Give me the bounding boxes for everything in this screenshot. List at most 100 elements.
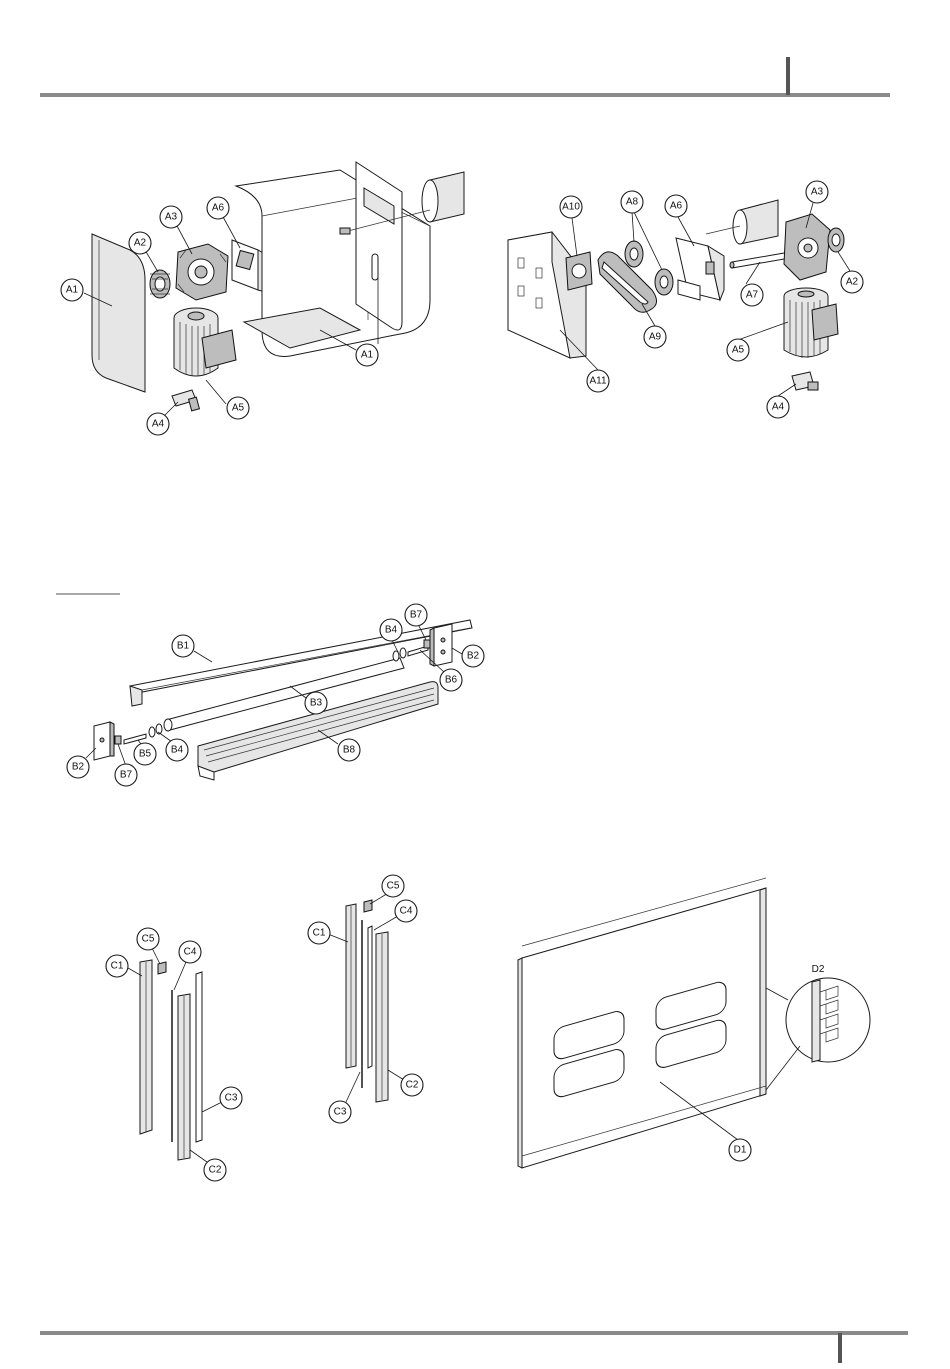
leader-b7-left	[118, 744, 126, 766]
svg-text:B6: B6	[445, 675, 458, 686]
callout-a2-right: A2	[841, 271, 863, 293]
leader-c3-left	[202, 1102, 222, 1112]
callout-c2-right: C2	[401, 1074, 423, 1096]
figure-c-left-assembly: C1 C5 C4 C3 C2	[106, 928, 242, 1181]
motor-a5-right-icon	[784, 288, 838, 358]
callout-c5-left: C5	[137, 928, 159, 950]
svg-text:A9: A9	[649, 332, 662, 343]
callout-a9: A9	[644, 326, 666, 348]
footer-tab-mark	[838, 1333, 842, 1363]
header-tab-mark	[786, 57, 790, 95]
svg-text:A8: A8	[626, 197, 639, 208]
callout-b4-right: B4	[380, 619, 402, 641]
svg-text:B2: B2	[72, 762, 85, 773]
plate-a1-right	[356, 162, 402, 330]
svg-text:A10: A10	[562, 202, 580, 213]
callout-c1-left: C1	[106, 955, 128, 977]
profile-c3-right	[368, 926, 372, 1068]
callout-a3: A3	[160, 206, 182, 228]
leader-c5-left	[152, 948, 160, 964]
figure-a-right-assembly: A10 A8 A6 A3 A2 A7 A9 A5 A11 A4	[508, 181, 863, 418]
block-c5-right	[364, 900, 372, 912]
callout-c5-right: C5	[382, 875, 404, 897]
callout-a4: A4	[147, 413, 169, 435]
svg-text:A7: A7	[746, 290, 759, 301]
callout-c1-right: C1	[308, 922, 330, 944]
callout-d1: D1	[729, 1139, 751, 1161]
callout-c4-right: C4	[395, 900, 417, 922]
svg-text:B4: B4	[171, 745, 184, 756]
block-b7-right	[424, 640, 430, 648]
svg-text:C5: C5	[142, 934, 155, 945]
callout-c3-right: C3	[329, 1101, 351, 1123]
figure-c-right-assembly: C1 C5 C4 C3 C2	[308, 875, 423, 1123]
leader-a8-upper	[632, 212, 634, 242]
leader-a3	[176, 224, 192, 254]
sprocket-a8-upper-icon	[625, 241, 643, 267]
shaft-a7-icon	[730, 252, 790, 268]
figure-b-assembly: B1 B3 B8 B2 B7 B5 B4 B4 B7 B6 B2	[56, 594, 484, 786]
svg-text:C2: C2	[406, 1080, 419, 1091]
svg-text:A1: A1	[361, 350, 374, 361]
leader-a6	[222, 215, 240, 248]
svg-text:B4: B4	[385, 625, 398, 636]
callout-c2-left: C2	[204, 1159, 226, 1181]
svg-text:C1: C1	[111, 961, 124, 972]
svg-text:A4: A4	[772, 402, 785, 413]
callout-b2-left: B2	[67, 756, 89, 778]
bearing-a10-icon	[566, 252, 592, 290]
callout-b1: B1	[172, 635, 194, 657]
leader-c4-right	[374, 916, 398, 930]
sensor-a4-right-icon	[792, 372, 818, 390]
callout-b6: B6	[440, 669, 462, 691]
callout-a5: A5	[227, 397, 249, 419]
svg-text:A11: A11	[589, 376, 606, 387]
bracket-a6-right	[676, 238, 724, 300]
leader-c2-right	[388, 1070, 404, 1080]
svg-text:B3: B3	[310, 698, 323, 709]
callout-a7: A7	[741, 284, 763, 306]
sprocket-a8-lower-icon	[655, 269, 673, 295]
svg-text:C3: C3	[334, 1107, 347, 1118]
callout-a2: A2	[129, 232, 151, 254]
callout-a1-left: A1	[61, 279, 83, 301]
leader-a10	[572, 218, 577, 256]
washer-b4-right-1	[393, 651, 399, 661]
leader-b1	[194, 651, 212, 662]
label-d2: D2	[812, 964, 825, 975]
svg-text:C3: C3	[225, 1093, 238, 1104]
figure-a-left-assembly: A1 A2 A3 A6 A5 A4 A1	[61, 162, 464, 435]
block-c5-left	[158, 962, 166, 974]
callout-a8: A8	[621, 191, 643, 213]
svg-text:C2: C2	[209, 1165, 222, 1176]
svg-text:A5: A5	[232, 403, 245, 414]
svg-text:C4: C4	[400, 906, 413, 917]
detail-d2	[766, 978, 870, 1090]
callout-b5: B5	[134, 743, 156, 765]
gear-a2-right-icon	[828, 228, 844, 252]
leader-b2-right	[452, 648, 462, 654]
leader-c4-left	[174, 962, 186, 990]
leader-c2-left	[190, 1150, 207, 1162]
callout-a3-right: A3	[806, 181, 828, 203]
motor-a5-icon	[174, 308, 236, 376]
svg-text:B7: B7	[410, 610, 423, 621]
leader-a4-right	[778, 384, 796, 396]
svg-text:A6: A6	[670, 201, 683, 212]
callout-b2-right: B2	[462, 645, 484, 667]
page-footer	[40, 1331, 908, 1363]
plate-b2-right	[430, 624, 452, 666]
leader-a2	[145, 250, 158, 272]
washer-b4-right-2	[400, 648, 406, 658]
block-b7-left	[115, 736, 121, 744]
page-header	[40, 57, 890, 97]
svg-text:C1: C1	[313, 928, 326, 939]
callout-c3-left: C3	[220, 1087, 242, 1109]
sensor-a4-icon	[172, 390, 199, 411]
callout-b7-left: B7	[115, 764, 137, 786]
leader-a5-right	[738, 322, 788, 340]
callout-a6-right: A6	[665, 195, 687, 217]
callout-a11: A11	[587, 370, 609, 392]
svg-text:A4: A4	[152, 419, 165, 430]
